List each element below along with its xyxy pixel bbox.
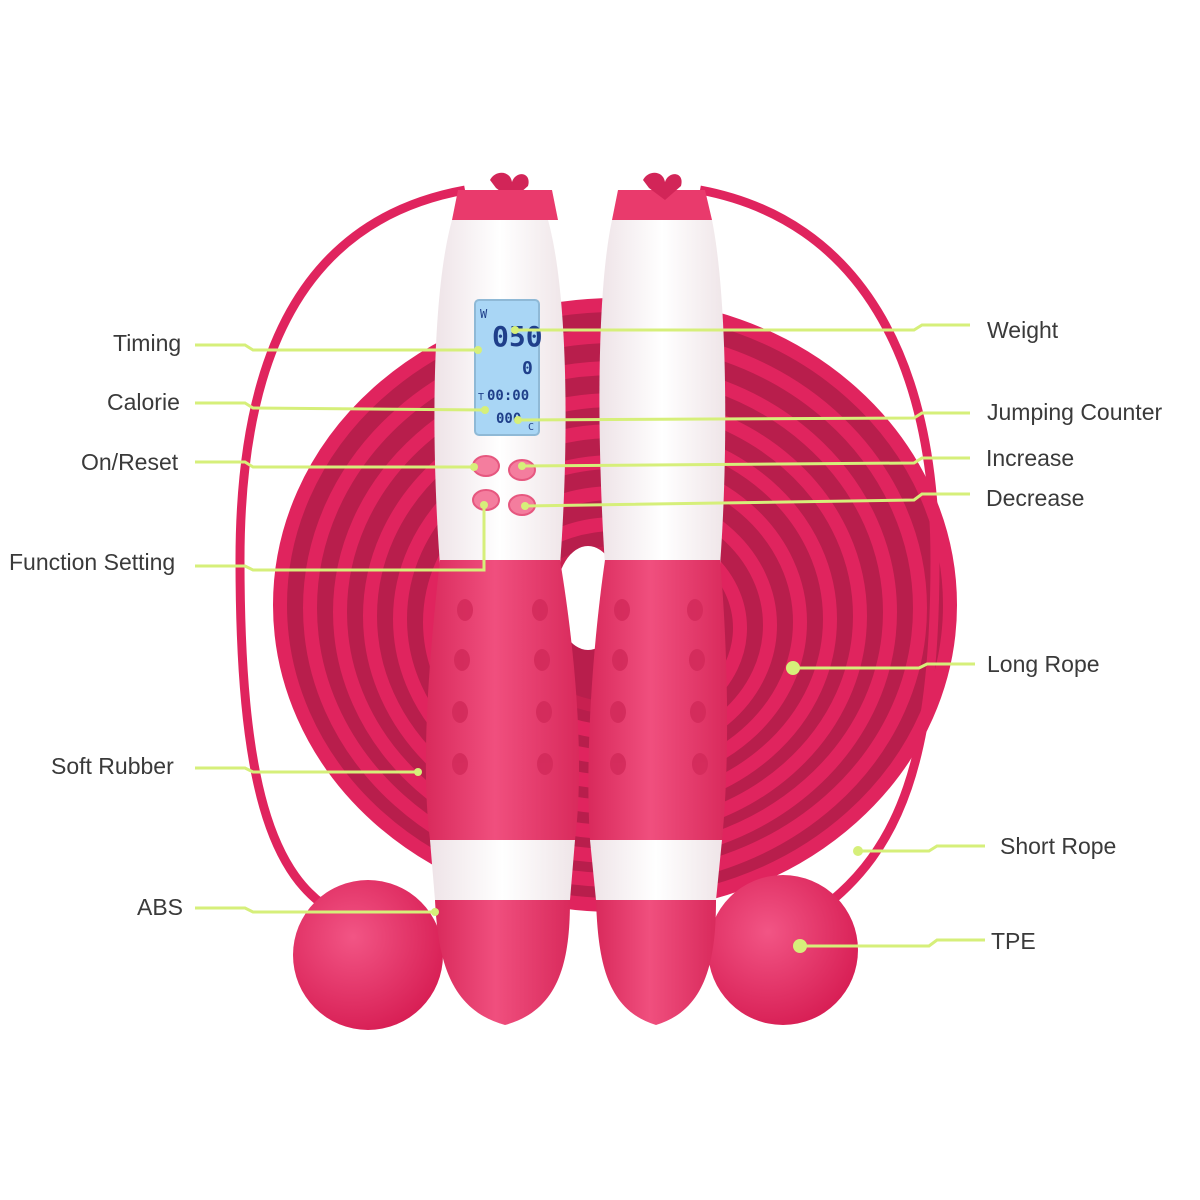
label-long-rope: Long Rope: [987, 651, 1100, 677]
label-abs: ABS: [137, 894, 184, 920]
calorie-leader: [195, 401, 486, 412]
leader-end-dots: [414, 326, 863, 953]
lcd-calorie-suffix: C: [528, 422, 534, 433]
label-decrease: Decrease: [986, 485, 1085, 511]
label-jumping-counter: Jumping Counter: [987, 399, 1163, 425]
short-rope-leader: [858, 844, 985, 853]
label-calorie: Calorie: [107, 389, 180, 415]
long-rope-leader: [793, 662, 975, 670]
leader-lines: [195, 323, 985, 948]
function-setting-leader: [195, 505, 486, 572]
lcd-weight-prefix: W: [480, 307, 488, 321]
function-setting-button[interactable]: [472, 489, 500, 511]
label-soft-rubber: Soft Rubber: [51, 753, 174, 779]
weight-leader: [515, 323, 970, 332]
abs-leader: [195, 906, 435, 914]
lcd-readout: W 050 0 T 00:00 000 C: [478, 307, 543, 433]
label-increase: Increase: [986, 445, 1075, 471]
label-weight: Weight: [987, 317, 1059, 343]
jumping-counter-leader: [517, 411, 970, 422]
tpe-leader: [800, 938, 985, 948]
label-timing: Timing: [113, 330, 182, 356]
label-on-reset: On/Reset: [81, 449, 179, 475]
label-tpe: TPE: [991, 928, 1036, 954]
soft-rubber-leader: [195, 766, 418, 774]
lcd-display: [474, 299, 540, 436]
lcd-time-value: 00:00: [487, 388, 529, 404]
lcd-calorie-value: 000: [496, 411, 521, 427]
lcd-time-prefix: T: [478, 392, 484, 403]
label-function-setting: Function Setting: [9, 549, 176, 575]
left-handle: [425, 172, 580, 1025]
tpe-balls: [293, 875, 858, 1030]
decrease-leader: [524, 492, 970, 508]
label-short-rope: Short Rope: [1000, 833, 1117, 859]
lcd-count-value: 0: [522, 358, 533, 379]
timing-leader: [195, 343, 478, 352]
lcd-weight-value: 050: [492, 320, 543, 353]
short-rope: [235, 185, 940, 920]
right-handle: [588, 172, 728, 1025]
on-reset-leader: [195, 460, 474, 469]
increase-leader: [521, 456, 970, 468]
